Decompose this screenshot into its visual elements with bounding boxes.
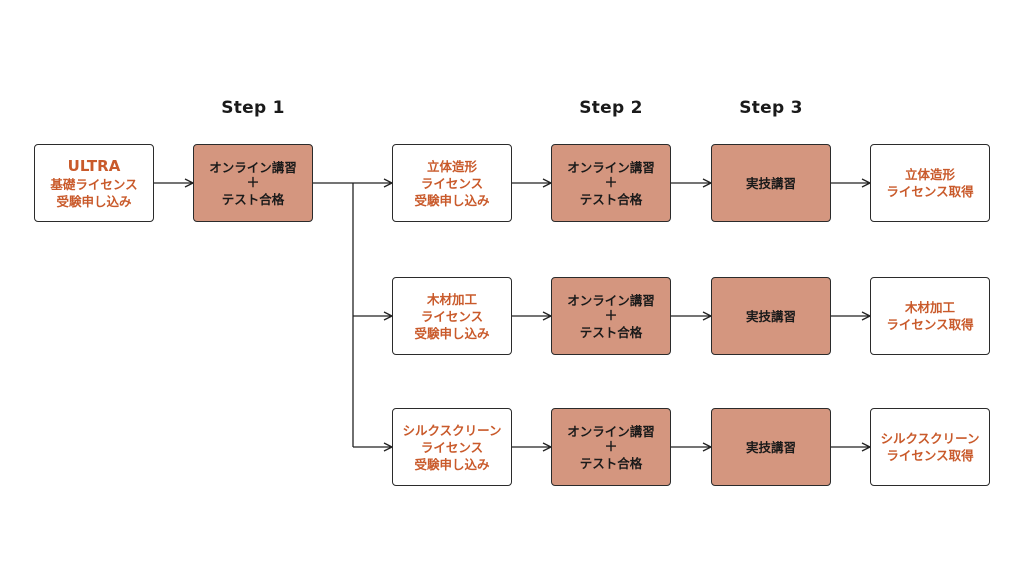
track1-online-line-2: テスト合格 [579, 191, 643, 207]
step-1-label: Step 1 [221, 98, 285, 118]
track3-apply-line-1: シルクスクリーン [402, 422, 502, 438]
track2-online-line-1: オンライン講習 [567, 292, 655, 308]
track3-result-line-2: ライセンス取得 [886, 448, 974, 463]
track1-apply-line-3: 受験申し込み [414, 192, 490, 208]
track2-online-box: オンライン講習 ＋ テスト合格 [551, 277, 671, 355]
track3-apply-line-2: ライセンス [420, 439, 484, 455]
track3-online-box: オンライン講習 ＋ テスト合格 [551, 408, 671, 486]
start-line-3: 受験申し込み [56, 193, 132, 209]
track2-plus: ＋ [604, 308, 618, 324]
track3-practical-label: 実技講習 [745, 439, 796, 455]
track3-online-line-1: オンライン講習 [567, 423, 655, 439]
track1-result-line-2: ライセンス取得 [886, 184, 974, 199]
track3-result-line-1: シルクスクリーン [880, 431, 980, 446]
track1-practical-label: 実技講習 [745, 175, 796, 191]
track1-result-line-1: 立体造形 [904, 167, 955, 182]
track2-result-line-1: 木材加工 [904, 300, 955, 315]
track1-result-box: 立体造形 ライセンス取得 [870, 144, 990, 222]
start-line-1: ULTRA [67, 156, 121, 175]
track2-apply-line-1: 木材加工 [426, 291, 477, 307]
step-2-label: Step 2 [579, 98, 643, 118]
track3-result-box: シルクスクリーン ライセンス取得 [870, 408, 990, 486]
track3-online-line-2: テスト合格 [579, 455, 643, 471]
track1-plus: ＋ [604, 175, 618, 191]
track2-result-line-2: ライセンス取得 [886, 317, 974, 332]
track2-result-box: 木材加工 ライセンス取得 [870, 277, 990, 355]
track3-plus: ＋ [604, 439, 618, 455]
start-line-2: 基礎ライセンス [50, 176, 138, 192]
step1-online-line-2: テスト合格 [221, 191, 285, 207]
track1-online-box: オンライン講習 ＋ テスト合格 [551, 144, 671, 222]
track2-apply-line-3: 受験申し込み [414, 325, 490, 341]
track1-apply-box: 立体造形 ライセンス 受験申し込み [392, 144, 512, 222]
track1-apply-line-1: 立体造形 [426, 158, 477, 174]
track2-apply-line-2: ライセンス [420, 308, 484, 324]
step1-online-line-1: オンライン講習 [209, 159, 297, 175]
track2-practical-label: 実技講習 [745, 308, 796, 324]
track2-practical-box: 実技講習 [711, 277, 831, 355]
track3-practical-box: 実技講習 [711, 408, 831, 486]
track2-online-line-2: テスト合格 [579, 324, 643, 340]
track1-online-line-1: オンライン講習 [567, 159, 655, 175]
step1-plus: ＋ [246, 175, 260, 191]
start-box: ULTRA 基礎ライセンス 受験申し込み [34, 144, 154, 222]
track1-practical-box: 実技講習 [711, 144, 831, 222]
track1-apply-line-2: ライセンス [420, 175, 484, 191]
step-3-label: Step 3 [739, 98, 803, 118]
track3-apply-line-3: 受験申し込み [414, 456, 490, 472]
track3-apply-box: シルクスクリーン ライセンス 受験申し込み [392, 408, 512, 486]
step1-online-box: オンライン講習 ＋ テスト合格 [193, 144, 313, 222]
track2-apply-box: 木材加工 ライセンス 受験申し込み [392, 277, 512, 355]
